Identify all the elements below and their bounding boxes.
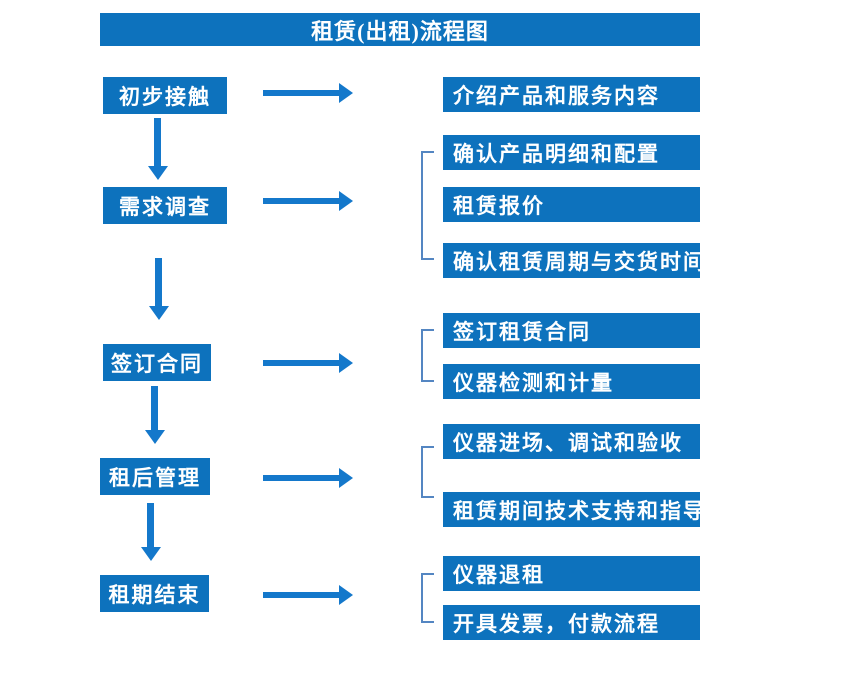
right-arrow-icon: [263, 467, 353, 488]
flowchart-title-bar: 租赁(出租)流程图: [100, 13, 700, 46]
detail-label: 确认产品明细和配置: [453, 141, 660, 166]
detail-box-instrument-entry-acceptance: 仪器进场、调试和验收: [443, 424, 700, 459]
detail-box-invoice-payment: 开具发票，付款流程: [443, 605, 700, 640]
step-box-sign-contract: 签订合同: [103, 344, 211, 381]
down-arrow-icon: [148, 258, 169, 320]
arrow-head: [147, 166, 168, 180]
detail-label: 确认租赁周期与交货时间: [453, 249, 706, 274]
right-arrow-icon: [263, 190, 353, 211]
step-label: 需求调查: [119, 194, 211, 219]
detail-label: 介绍产品和服务内容: [453, 83, 660, 108]
step-box-initial-contact: 初步接触: [103, 77, 227, 114]
detail-box-tech-support: 租赁期间技术支持和指导: [443, 492, 704, 527]
arrow-shaft: [263, 197, 339, 204]
down-arrow-icon: [144, 386, 165, 444]
arrow-head: [339, 190, 353, 211]
arrow-shaft: [155, 258, 162, 306]
step-box-rental-end: 租期结束: [100, 575, 209, 612]
detail-box-confirm-period-delivery: 确认租赁周期与交货时间: [443, 243, 704, 278]
detail-box-rental-quote: 租赁报价: [443, 187, 700, 222]
arrow-shaft: [263, 359, 339, 366]
group-bracket-demand-survey: [421, 151, 434, 260]
group-bracket-rental-end: [421, 573, 434, 623]
arrow-head: [144, 430, 165, 444]
arrow-shaft: [263, 89, 339, 96]
arrow-head: [339, 352, 353, 373]
detail-box-instrument-return: 仪器退租: [443, 556, 700, 591]
arrow-head: [339, 82, 353, 103]
detail-box-confirm-product-config: 确认产品明细和配置: [443, 135, 700, 170]
arrow-shaft: [151, 386, 158, 430]
detail-box-introduce-products: 介绍产品和服务内容: [443, 77, 700, 112]
arrow-shaft: [154, 118, 161, 166]
right-arrow-icon: [263, 352, 353, 373]
arrow-shaft: [147, 503, 154, 547]
detail-label: 租赁期间技术支持和指导: [453, 498, 706, 523]
arrow-head: [140, 547, 161, 561]
right-arrow-icon: [263, 82, 353, 103]
detail-box-instrument-test-measure: 仪器检测和计量: [443, 364, 700, 399]
down-arrow-icon: [140, 503, 161, 561]
step-label: 签订合同: [111, 351, 203, 376]
arrow-head: [148, 306, 169, 320]
arrow-shaft: [263, 474, 339, 481]
detail-label: 租赁报价: [453, 193, 545, 218]
group-bracket-post-rental: [421, 446, 434, 498]
step-label: 初步接触: [119, 84, 211, 109]
group-bracket-sign-contract: [421, 329, 434, 382]
step-box-demand-survey: 需求调查: [103, 187, 227, 224]
detail-label: 仪器进场、调试和验收: [453, 430, 683, 455]
step-box-post-rental-management: 租后管理: [100, 458, 210, 495]
arrow-head: [339, 584, 353, 605]
step-label: 租后管理: [109, 465, 201, 490]
flowchart-title: 租赁(出租)流程图: [311, 18, 489, 44]
arrow-shaft: [263, 591, 339, 598]
detail-label: 仪器检测和计量: [453, 370, 614, 395]
down-arrow-icon: [147, 118, 168, 180]
step-label: 租期结束: [108, 582, 201, 607]
detail-label: 仪器退租: [453, 562, 545, 587]
detail-label: 签订租赁合同: [453, 319, 591, 344]
detail-box-sign-rental-contract: 签订租赁合同: [443, 313, 700, 348]
detail-label: 开具发票，付款流程: [453, 611, 660, 636]
right-arrow-icon: [263, 584, 353, 605]
arrow-head: [339, 467, 353, 488]
